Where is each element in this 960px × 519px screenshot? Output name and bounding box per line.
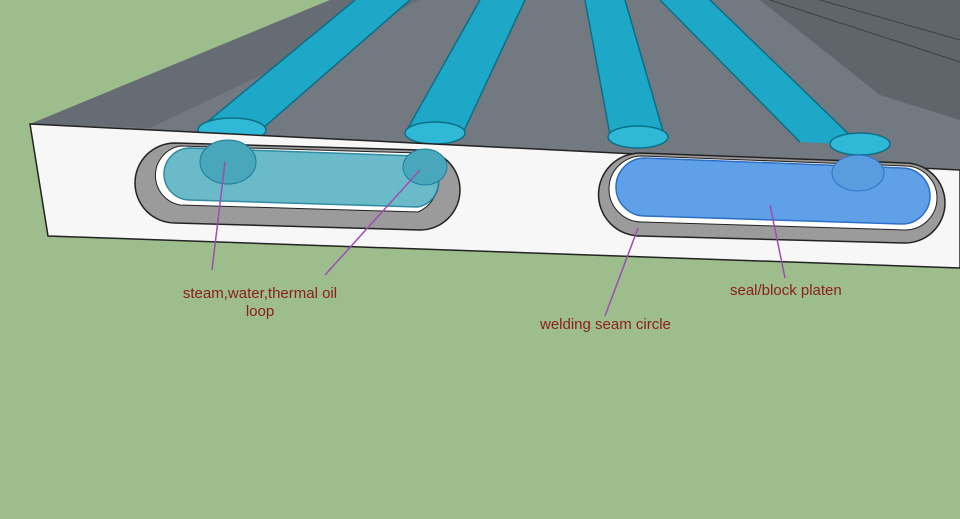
pipe-3-edge-b	[624, 0, 666, 139]
platen-top-right-edge	[769, 0, 960, 63]
pipe-4-edge	[659, 0, 801, 143]
left-loop-end-b	[402, 148, 448, 186]
leader-weld	[604, 227, 639, 317]
left-loop-end-a	[199, 139, 257, 185]
pipe-4	[660, 0, 860, 145]
label-weld-text: welding seam circle	[540, 316, 671, 333]
pipe-3	[585, 0, 665, 138]
pipe-1	[200, 0, 410, 135]
pipe-1-edge-b	[254, 0, 411, 136]
label-weld: welding seam circle	[540, 316, 671, 334]
pipe-2-edge-b	[461, 0, 526, 136]
pipe-cap-2	[404, 121, 466, 145]
platen-top-right-panel	[760, 0, 960, 120]
pipe-2	[408, 0, 525, 135]
leader-loop-right	[324, 169, 421, 276]
platen-top-right-edge-2	[819, 0, 960, 41]
right-slot	[597, 152, 946, 244]
pipe-cap-3	[607, 125, 669, 149]
pipe-cap-4	[829, 132, 891, 156]
leader-seal	[769, 204, 786, 279]
pipe-4-edge-b	[709, 0, 861, 146]
label-seal: seal/block platen	[730, 282, 842, 300]
pipe-2-edge	[407, 0, 481, 129]
label-seal-text: seal/block platen	[730, 282, 842, 299]
pipes	[199, 0, 861, 146]
platen-pipe-end	[831, 154, 885, 192]
label-loop: steam,water,thermal oil loop	[160, 285, 360, 321]
leader-loop-left	[211, 161, 226, 271]
pipe-3-edge	[584, 0, 611, 136]
pipe-1-edge	[199, 0, 356, 129]
left-slot	[134, 139, 461, 231]
leader-lines	[211, 161, 786, 317]
label-loop-line1: steam,water,thermal oil	[182, 285, 338, 302]
label-loop-line2: loop	[245, 303, 275, 320]
